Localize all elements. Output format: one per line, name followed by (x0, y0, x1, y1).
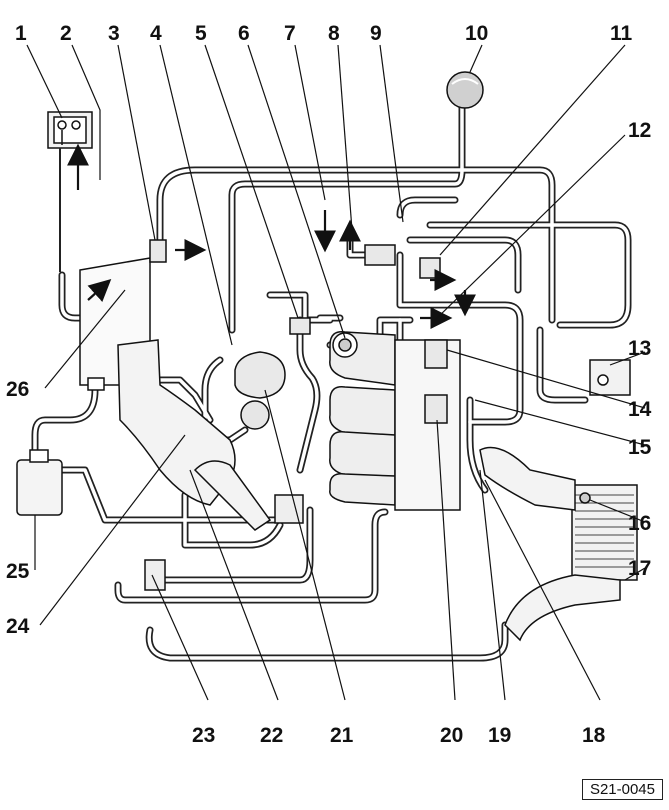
component-electrical-connector (47, 111, 93, 149)
callout-17: 17 (628, 557, 651, 580)
callout-6: 6 (238, 22, 250, 45)
callout-8: 8 (328, 22, 340, 45)
leader-lines (26, 44, 646, 701)
callout-9: 9 (370, 22, 382, 45)
callout-16: 16 (628, 512, 651, 535)
callout-1: 1 (15, 22, 27, 45)
callout-19: 19 (488, 724, 511, 747)
component-bypass-valve (144, 559, 166, 591)
callout-2: 2 (60, 22, 72, 45)
callout-14: 14 (628, 398, 652, 421)
callout-18: 18 (582, 724, 606, 747)
callout-24: 24 (6, 615, 30, 638)
flow-arrows (67, 143, 476, 329)
callout-21: 21 (330, 724, 354, 747)
component-charge-air-duct (479, 446, 621, 642)
components (16, 71, 638, 642)
callout-13: 13 (628, 337, 651, 360)
callout-12: 12 (628, 119, 651, 142)
callout-15: 15 (628, 436, 652, 459)
callout-10: 10 (465, 22, 488, 45)
component-intake-duct (117, 339, 286, 531)
component-intake-manifold (329, 331, 396, 506)
component-vacuum-reservoir (446, 71, 484, 109)
callout-3: 3 (108, 22, 120, 45)
callout-4: 4 (150, 22, 162, 45)
callout-26: 26 (6, 378, 29, 401)
component-solenoid-valves (149, 239, 448, 424)
callout-5: 5 (195, 22, 207, 45)
callout-23: 23 (192, 724, 215, 747)
reference-code-label: S21-0045 (581, 779, 663, 800)
callout-20: 20 (440, 724, 463, 747)
component-intercooler (571, 484, 638, 581)
callout-7: 7 (284, 22, 296, 45)
component-charcoal-canister (16, 449, 63, 516)
callout-25: 25 (6, 560, 30, 583)
callout-22: 22 (260, 724, 283, 747)
callout-11: 11 (610, 22, 633, 45)
component-outer-connector (589, 359, 631, 396)
callout-labels: 1 2 3 4 5 6 7 8 9 10 11 12 13 14 15 16 1… (6, 22, 652, 747)
